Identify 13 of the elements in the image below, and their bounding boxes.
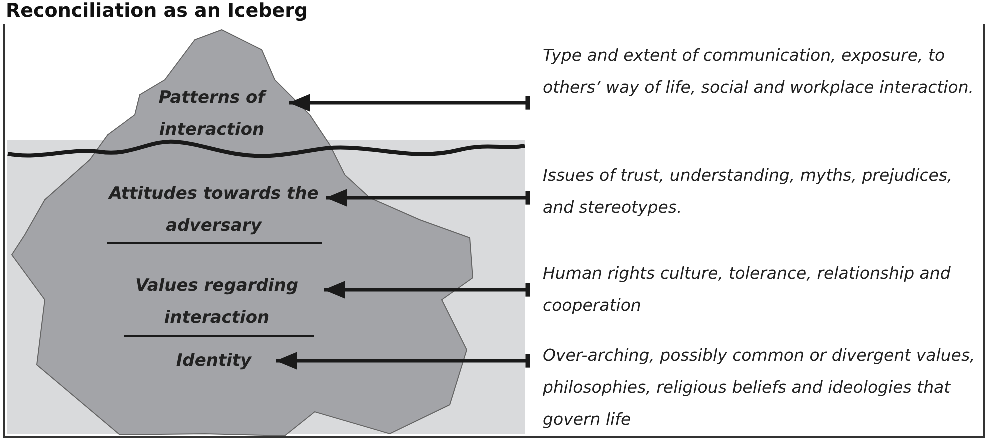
diagram-title: Reconciliation as an Iceberg — [6, 0, 308, 22]
description-text: Over-arching, possibly common or divergent values, philosophies, religious beliefs and ideologies that govern life — [528, 340, 983, 436]
description-text: Human rights culture, tolerance, relationship and cooperation — [528, 258, 983, 322]
description-text: Type and extent of communication, exposure, to others’ way of life, social and workplace interaction. — [528, 40, 983, 104]
layer-label: Patterns of interaction — [137, 82, 287, 146]
layer-label: Attitudes towards the adversary — [104, 178, 324, 242]
description-text: Issues of trust, understanding, myths, prejudices, and stereotypes. — [528, 160, 983, 224]
arrow — [276, 352, 530, 370]
layer-label: Values regarding interaction — [112, 270, 322, 334]
arrow — [324, 281, 530, 299]
layer-label: Identity — [154, 345, 274, 377]
arrow — [289, 94, 530, 112]
arrow — [326, 189, 530, 207]
